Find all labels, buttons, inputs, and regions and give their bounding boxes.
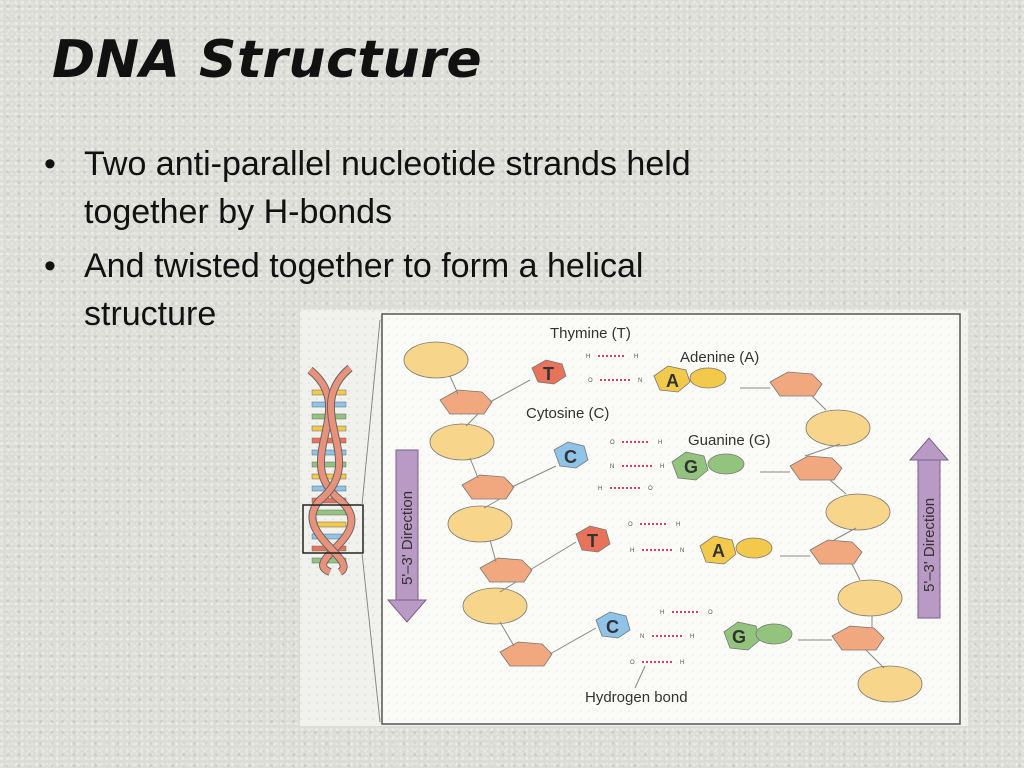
base-letter: A	[712, 541, 725, 561]
phosphate-group	[447, 505, 513, 543]
svg-text:O: O	[630, 660, 635, 666]
cytosine-base	[595, 611, 631, 639]
sugar-ring	[479, 557, 533, 583]
bullet-text: And twisted together to form a helical s…	[84, 247, 644, 333]
thymine-base	[575, 525, 611, 553]
adenine-base	[653, 365, 691, 393]
base-letter: C	[606, 617, 619, 637]
base-letter: T	[543, 364, 554, 384]
direction-label-right: 5'–3' Direction	[921, 498, 938, 592]
svg-text:H: H	[676, 522, 680, 528]
hydrogen-bonds	[598, 355, 700, 663]
svg-text:H: H	[586, 354, 590, 360]
cytosine-label: Cytosine (C)	[526, 405, 609, 422]
thymine-label: Thymine (T)	[550, 325, 631, 342]
svg-text:H: H	[660, 464, 664, 470]
cytosine-base	[553, 441, 589, 469]
guanine-base	[707, 453, 745, 475]
svg-text:N: N	[610, 464, 614, 470]
svg-text:H: H	[680, 660, 684, 666]
base-letter: A	[666, 371, 679, 391]
sugar-ring	[769, 371, 823, 397]
phosphate-group	[805, 409, 871, 447]
svg-text:O: O	[628, 522, 633, 528]
thymine-base	[531, 359, 567, 385]
adenine-base	[699, 535, 737, 565]
sugar-ring	[831, 625, 885, 651]
bullet-text: Two anti-parallel nucleotide strands hel…	[84, 145, 691, 231]
phosphate-group	[462, 587, 528, 625]
base-letter: G	[732, 627, 746, 647]
phosphate-group	[837, 579, 903, 617]
svg-text:O: O	[610, 440, 615, 446]
adenine-base	[689, 367, 727, 389]
svg-text:H: H	[660, 610, 664, 616]
bullet-list: • Two anti-parallel nucleotide strands he…	[44, 140, 764, 344]
sugar-ring	[499, 641, 553, 667]
direction-label-left: 5'–3' Direction	[399, 491, 416, 585]
sugar-ring	[789, 455, 843, 481]
bullet-marker: •	[44, 145, 56, 183]
phosphate-group	[429, 423, 495, 461]
dna-structure-figure: 5'–3' Direction 5'–3' Direction	[300, 310, 968, 726]
adenine-base	[735, 537, 773, 559]
svg-text:H: H	[690, 634, 694, 640]
phosphate-group	[403, 341, 469, 379]
svg-text:O: O	[588, 378, 593, 384]
svg-text:H: H	[634, 354, 638, 360]
svg-text:H: H	[630, 548, 634, 554]
svg-text:O: O	[648, 486, 653, 492]
adenine-label: Adenine (A)	[680, 349, 759, 366]
svg-text:H: H	[658, 440, 662, 446]
svg-text:N: N	[640, 634, 644, 640]
base-letter: G	[684, 457, 698, 477]
slide-title: DNA Structure	[52, 30, 483, 90]
svg-text:N: N	[638, 378, 642, 384]
phosphate-group	[857, 665, 923, 703]
guanine-base	[671, 451, 709, 481]
svg-text:N: N	[680, 548, 684, 554]
bullet-item: • Two anti-parallel nucleotide strands he…	[44, 140, 764, 236]
sugar-ring	[809, 539, 863, 565]
direction-arrow-down	[386, 449, 428, 623]
double-helix-icon	[302, 364, 364, 576]
bullet-item: • And twisted together to form a helical …	[44, 242, 764, 338]
direction-arrow-up	[908, 437, 950, 619]
sugar-ring	[439, 389, 493, 415]
sugar-ring	[461, 474, 515, 500]
guanine-base	[755, 623, 793, 645]
base-letter: C	[564, 447, 577, 467]
phosphate-group	[825, 493, 891, 531]
svg-text:H: H	[598, 486, 602, 492]
svg-text:O: O	[708, 610, 713, 616]
bullet-marker: •	[44, 247, 56, 285]
guanine-label: Guanine (G)	[688, 432, 771, 449]
base-letter: T	[587, 531, 598, 551]
hydrogen-bond-label: Hydrogen bond	[585, 689, 688, 706]
